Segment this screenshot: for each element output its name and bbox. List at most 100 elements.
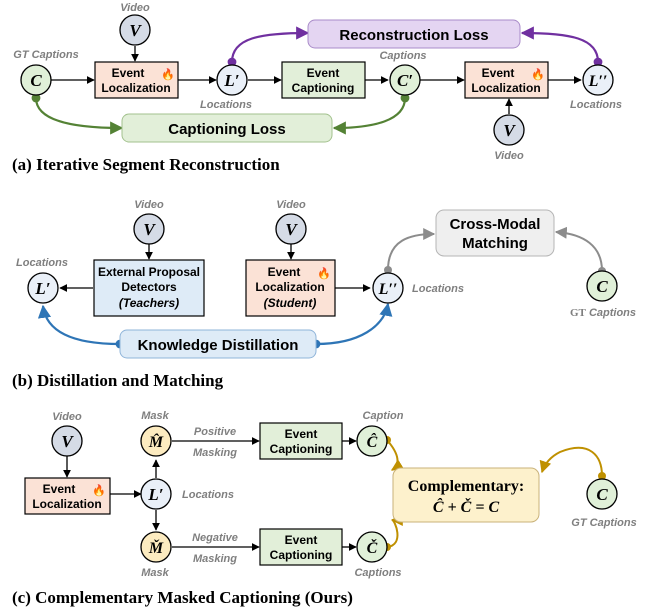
node-locations-a1-symbol: L′ xyxy=(223,71,239,90)
fire-icon: 🔥 xyxy=(531,68,545,81)
node-locations-b1 xyxy=(27,272,59,304)
node-locations-b1-symbol: L′ xyxy=(34,279,50,298)
label-mask-top: Mask xyxy=(141,410,169,422)
label-locations-b2: Locations xyxy=(412,283,464,295)
external-proposal-line3: (Teachers) xyxy=(119,296,179,310)
label-video-a2: Video xyxy=(494,150,524,162)
node-caption-check-symbol: Č xyxy=(367,538,378,557)
panel-a-caption: (a) Iterative Segment Reconstruction xyxy=(12,155,280,174)
arrow-gold-gt xyxy=(539,446,606,480)
label-masking-bottom: Masking xyxy=(193,553,237,565)
arrow-gold-hat xyxy=(383,436,405,471)
node-locations-a1 xyxy=(216,64,248,96)
captioning-loss-box xyxy=(121,113,333,143)
label-video-b1: Video xyxy=(134,199,164,211)
reconstruction-loss-box xyxy=(307,19,521,49)
label-gt-captions-a: GT Captions xyxy=(13,49,78,61)
panel-c: Complementary: Ĉ + Č = C V Video Event 🔥… xyxy=(12,410,637,607)
node-mask-positive xyxy=(140,425,172,457)
cross-modal-matching-box xyxy=(435,209,555,257)
label-locations-a1: Locations xyxy=(200,99,252,111)
event-localization-a2-line2: Localization xyxy=(471,81,540,95)
node-gt-captions-a-symbol: C xyxy=(30,71,42,90)
student-line3: (Student) xyxy=(264,296,317,310)
node-video-c xyxy=(51,425,83,457)
label-video-b2: Video xyxy=(276,199,306,211)
arrow-gold-check xyxy=(383,514,403,551)
node-captions-a-symbol: C′ xyxy=(397,71,413,90)
event-captioning-c1-line2: Captioning xyxy=(270,442,333,456)
node-video-a2 xyxy=(493,114,525,146)
node-locations-c xyxy=(140,478,172,510)
node-locations-a2 xyxy=(582,64,614,96)
cross-modal-line2: Matching xyxy=(462,235,528,252)
arrow-cross-right xyxy=(554,226,606,275)
event-captioning-c2-line2: Captioning xyxy=(270,548,333,562)
arrow-cross-left xyxy=(384,228,436,274)
node-gt-captions-b-symbol: C xyxy=(596,277,608,296)
node-captions-a xyxy=(389,64,421,96)
event-captioning-c2-line1: Event xyxy=(285,533,318,547)
label-video-c: Video xyxy=(52,411,82,423)
node-mask-positive-symbol: M̂ xyxy=(148,432,164,451)
node-mask-negative xyxy=(140,531,172,563)
node-gt-captions-a xyxy=(20,64,52,96)
fire-icon: 🔥 xyxy=(317,267,331,280)
arrow-recon-right xyxy=(520,26,603,67)
event-localization-box-a2 xyxy=(464,61,549,99)
label-locations-b1: Locations xyxy=(16,257,68,269)
arrow-kd-right xyxy=(311,302,393,349)
node-locations-b2 xyxy=(372,272,404,304)
complementary-box xyxy=(392,467,540,523)
fire-icon: 🔥 xyxy=(92,484,106,497)
node-caption-hat-symbol: Ĉ xyxy=(367,432,378,451)
captioning-loss-label: Captioning Loss xyxy=(168,121,286,138)
node-locations-c-symbol: L′ xyxy=(147,485,163,504)
node-gt-captions-c-symbol: C xyxy=(596,485,608,504)
event-captioning-box-c1 xyxy=(259,422,343,460)
cross-modal-line1: Cross-Modal xyxy=(450,216,541,233)
label-locations-a2: Locations xyxy=(570,99,622,111)
event-captioning-a-line2: Captioning xyxy=(292,81,355,95)
label-mask-bottom: Mask xyxy=(141,567,169,579)
arrow-recon-left xyxy=(227,26,310,67)
label-negative: Negative xyxy=(192,532,238,544)
label-positive: Positive xyxy=(194,426,236,438)
label-captions-c: Captions xyxy=(354,567,401,579)
arrow-capt-right xyxy=(332,93,410,135)
node-video-b1-symbol: V xyxy=(143,220,156,239)
node-video-a1-symbol: V xyxy=(129,21,142,40)
panel-a: Reconstruction Loss Captioning Loss V Vi… xyxy=(12,2,622,174)
student-line2: Localization xyxy=(255,280,324,294)
knowledge-distillation-label: Knowledge Distillation xyxy=(138,337,299,354)
reconstruction-loss-label: Reconstruction Loss xyxy=(339,27,488,44)
event-localization-student-box xyxy=(245,259,336,317)
external-proposal-box xyxy=(93,259,205,317)
event-captioning-c1-line1: Event xyxy=(285,427,318,441)
arrow-capt-left xyxy=(31,93,124,135)
label-locations-c: Locations xyxy=(182,489,234,501)
node-mask-negative-symbol: M̌ xyxy=(148,538,164,557)
event-captioning-box-c2 xyxy=(259,528,343,566)
external-proposal-line1: External Proposal xyxy=(98,265,200,279)
complementary-equation: Ĉ + Č = C xyxy=(433,497,500,516)
panel-c-caption: (c) Complementary Masked Captioning (Our… xyxy=(12,588,353,607)
panel-b-caption: (b) Distillation and Matching xyxy=(12,371,224,390)
event-localization-a1-line2: Localization xyxy=(101,81,170,95)
node-video-b1 xyxy=(133,213,165,245)
event-localization-box-c xyxy=(24,477,111,515)
label-captions-a: Captions xyxy=(379,50,426,62)
event-captioning-a-line1: Event xyxy=(307,66,340,80)
node-caption-hat xyxy=(356,425,388,457)
panel-b: Knowledge Distillation Cross-Modal Match… xyxy=(12,199,636,390)
label-caption: Caption xyxy=(363,410,404,422)
arrow-kd-left xyxy=(37,304,125,349)
external-proposal-line2: Detectors xyxy=(121,280,177,294)
node-video-a2-symbol: V xyxy=(503,121,516,140)
node-video-b2-symbol: V xyxy=(285,220,298,239)
complementary-label: Complementary: xyxy=(408,478,524,495)
event-localization-a1-line1: Event xyxy=(112,66,145,80)
node-locations-b2-symbol: L′′ xyxy=(378,281,398,298)
label-gt-captions-b: GT Captions xyxy=(570,307,636,319)
